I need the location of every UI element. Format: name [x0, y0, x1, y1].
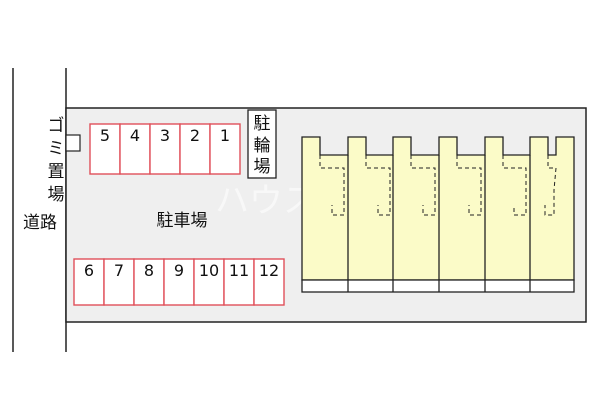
parking-space-number-2: 2 — [190, 126, 200, 145]
bicycle-char-1: 駐 — [254, 114, 271, 134]
parking-row-bottom: 6 7 8 9 10 11 12 — [73, 258, 285, 306]
parking-space-number-10: 10 — [199, 261, 219, 280]
unit-interior-dash-4 — [456, 155, 482, 216]
garbage-char-3: 置 — [48, 162, 65, 182]
parking-space-1 — [209, 123, 241, 175]
parking-space-number-1: 1 — [220, 126, 230, 145]
bicycle-char-2: 輪 — [254, 136, 271, 156]
building-interior-dashes — [319, 155, 557, 216]
parking-space-number-6: 6 — [84, 261, 94, 280]
parking-space-9 — [163, 258, 195, 306]
unit-interior-dash-5 — [502, 155, 527, 216]
bicycle-char-3: 場 — [254, 157, 271, 177]
parking-space-number-8: 8 — [144, 261, 154, 280]
parking-space-3 — [149, 123, 181, 175]
parking-space-number-9: 9 — [174, 261, 184, 280]
garbage-char-2: ミ — [48, 139, 65, 159]
parking-space-number-12: 12 — [259, 261, 279, 280]
unit-interior-dash-2 — [365, 155, 391, 216]
parking-space-7 — [103, 258, 135, 306]
unit-interior-dash-3 — [410, 155, 436, 216]
parking-space-12 — [253, 258, 285, 306]
road-label: 道路 — [23, 213, 57, 233]
parking-space-number-3: 3 — [160, 126, 170, 145]
garbage-char-4: 場 — [48, 185, 65, 205]
parking-space-number-4: 4 — [130, 126, 140, 145]
garbage-box — [65, 134, 81, 152]
unit-interior-dash-6 — [544, 155, 557, 216]
building-outline — [301, 136, 575, 281]
parking-space-number-5: 5 — [100, 126, 110, 145]
parking-space-number-11: 11 — [229, 261, 249, 280]
garbage-char-1: ゴ — [48, 115, 65, 136]
building-unit-walls — [347, 155, 531, 280]
walkway-dividers — [347, 280, 531, 292]
unit-interior-dash-1 — [319, 155, 345, 216]
garbage-label: ゴ ミ 置 場 — [48, 115, 65, 205]
building — [301, 136, 575, 293]
parking-space-number-7: 7 — [114, 261, 124, 280]
bicycle-parking-label: 駐 輪 場 — [254, 114, 271, 177]
bicycle-parking-box — [247, 109, 277, 179]
parking-label: 駐車場 — [157, 211, 208, 231]
parking-row-top: 5 4 3 2 1 — [89, 123, 241, 175]
parking-space-11 — [223, 258, 255, 306]
parking-space-5 — [89, 123, 121, 175]
building-walkway — [301, 279, 575, 293]
